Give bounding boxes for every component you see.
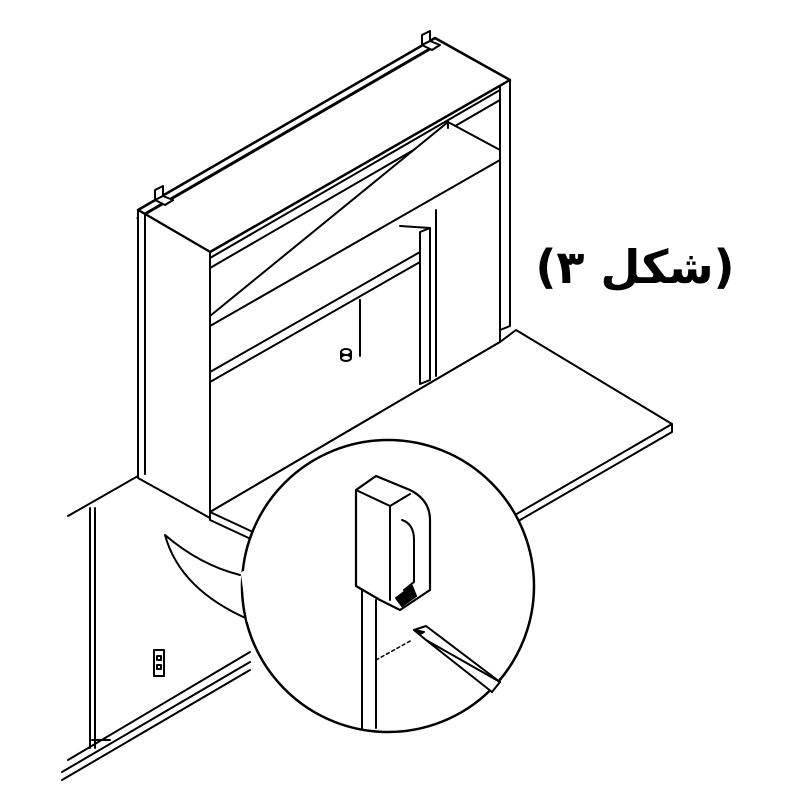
wall-outline (61, 475, 251, 781)
mounting-bracket-left-icon (154, 185, 174, 206)
pencil-icon (413, 625, 501, 693)
figure-caption: (شکل ٣) (535, 240, 735, 294)
wall-socket-icon (153, 649, 165, 677)
hinge-detail (354, 474, 432, 729)
inner-divider (209, 209, 437, 385)
shelf-knob-icon (340, 348, 352, 362)
middle-shelf (209, 121, 501, 327)
upper-shelf (209, 89, 501, 269)
mounting-bracket-right-icon (421, 30, 441, 51)
